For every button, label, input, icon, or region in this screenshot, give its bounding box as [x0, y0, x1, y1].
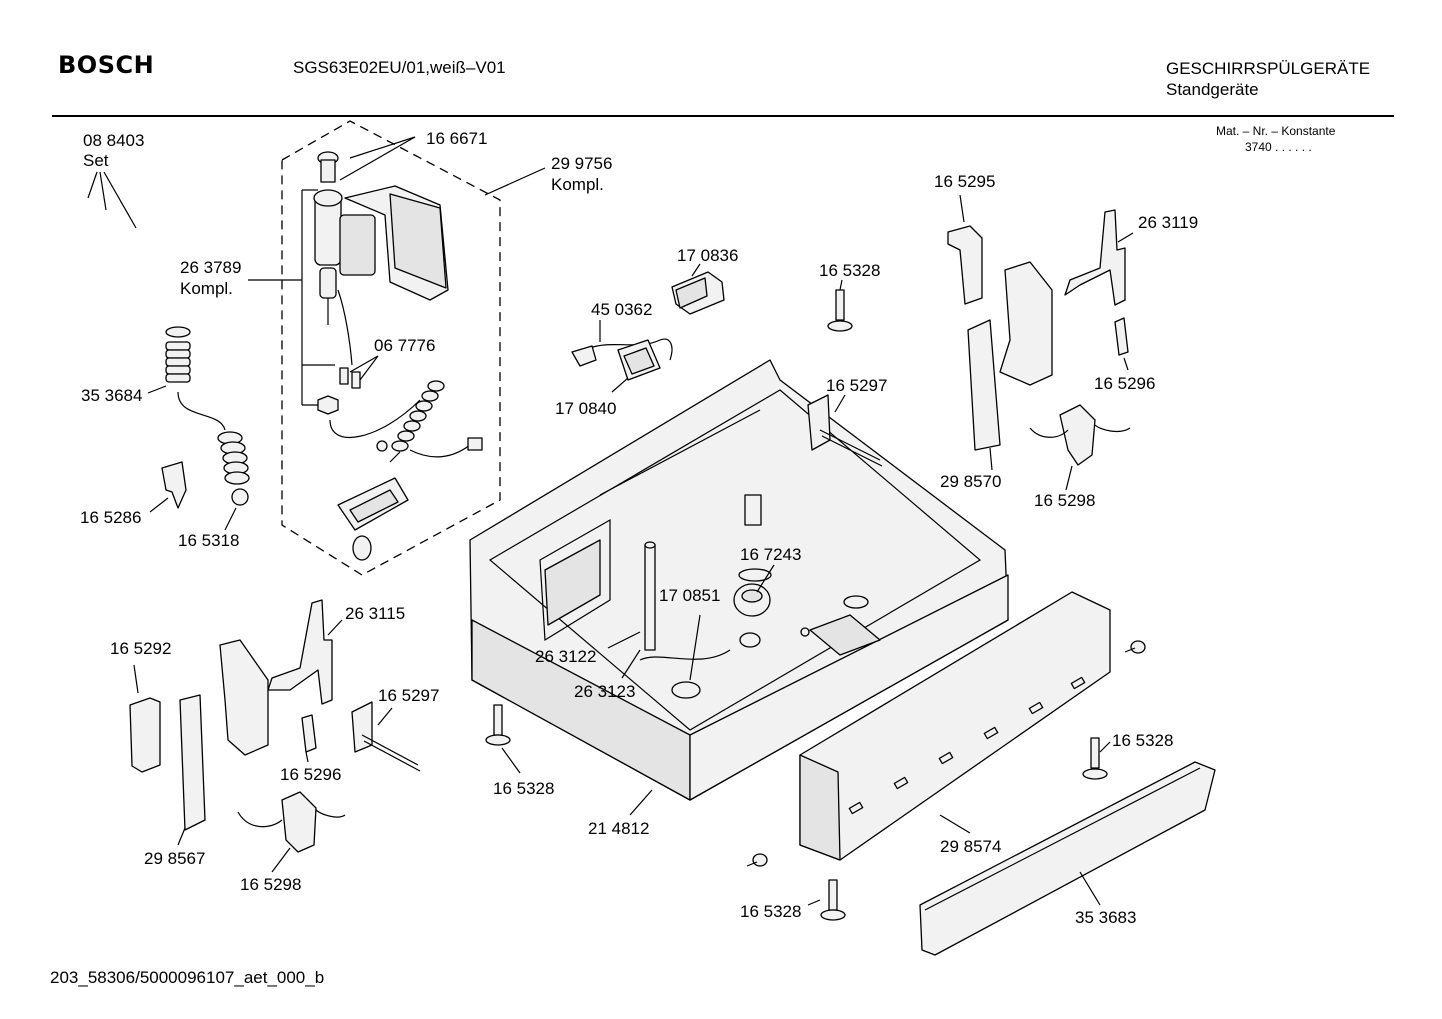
label-165318: 16 5318	[178, 531, 239, 550]
header-divider	[52, 115, 1394, 117]
inlet-assembly-group	[281, 120, 501, 576]
label-165328-top: 16 5328	[819, 261, 880, 280]
label-263789: 26 3789	[180, 258, 241, 277]
label-167243: 16 7243	[740, 545, 801, 564]
label-165298-right: 16 5298	[1034, 491, 1095, 510]
part-labels: 08 8403 Set 16 6671 29 9756 Kompl. 26 37…	[80, 129, 1198, 927]
label-263122: 26 3122	[535, 647, 596, 666]
label-263115: 26 3115	[345, 604, 405, 623]
right-hinges	[947, 209, 1131, 466]
leader-lines	[133, 136, 1134, 906]
label-170840: 17 0840	[555, 399, 616, 418]
base-tub	[469, 359, 1009, 801]
label-263789-kompl: Kompl.	[180, 279, 233, 298]
material-number-value: 3740 . . . . . .	[1245, 140, 1312, 154]
label-165328-center: 16 5328	[493, 779, 554, 798]
label-298570: 29 8570	[940, 472, 1001, 491]
kick-plates	[799, 591, 1216, 956]
label-353684: 35 3684	[81, 386, 142, 405]
label-165286: 16 5286	[80, 508, 141, 527]
document-id: 203_58306/5000096107_aet_000_b	[50, 968, 325, 987]
label-170836: 17 0836	[677, 246, 738, 265]
label-165297-left: 16 5297	[378, 686, 439, 705]
appliance-subcategory: Standgeräte	[1166, 80, 1259, 99]
label-set: Set	[83, 151, 109, 170]
label-088403: 08 8403	[83, 131, 144, 150]
material-number-label: Mat. – Nr. – Konstante	[1216, 124, 1336, 138]
label-214812: 21 4812	[588, 819, 649, 838]
label-299756-kompl: Kompl.	[551, 175, 604, 194]
label-165328-bottom: 16 5328	[740, 902, 801, 921]
label-263119: 26 3119	[1138, 213, 1198, 232]
label-165297-right: 16 5297	[826, 376, 887, 395]
label-166671: 16 6671	[426, 129, 487, 148]
model-number: SGS63E02EU/01,weiß–V01	[293, 58, 506, 77]
label-263123: 26 3123	[574, 682, 635, 701]
label-165296-left: 16 5296	[280, 765, 341, 784]
set-leaders	[87, 171, 137, 229]
label-165328-right: 16 5328	[1112, 731, 1173, 750]
label-165298-left: 16 5298	[240, 875, 301, 894]
label-165292: 16 5292	[110, 639, 171, 658]
label-353683: 35 3683	[1075, 908, 1136, 927]
screws	[485, 289, 1146, 921]
label-067776: 06 7776	[374, 336, 435, 355]
label-165295: 16 5295	[934, 172, 995, 191]
label-450362: 45 0362	[591, 300, 652, 319]
appliance-category: GESCHIRRSPÜLGERÄTE	[1166, 59, 1371, 78]
cable-connectors	[571, 271, 725, 393]
label-165296-right: 16 5296	[1094, 374, 1155, 393]
left-small-parts	[149, 326, 250, 531]
label-298567: 29 8567	[144, 849, 205, 868]
label-298574: 29 8574	[940, 837, 1001, 856]
label-299756: 29 9756	[551, 154, 612, 173]
left-hinges	[129, 599, 346, 853]
springs	[351, 394, 883, 772]
brand-logo: BOSCH	[58, 51, 155, 79]
label-170851: 17 0851	[659, 586, 720, 605]
